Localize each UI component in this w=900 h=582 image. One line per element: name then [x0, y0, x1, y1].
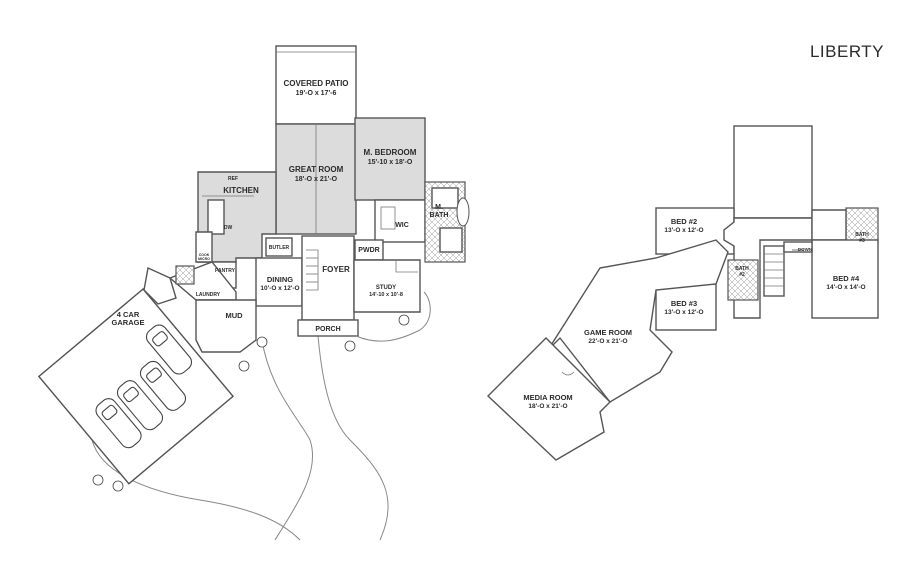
master-bedroom — [354, 117, 426, 201]
dining-label: DINING — [267, 275, 293, 284]
master-bath-label-2: BATH — [430, 212, 449, 219]
study-label: STUDY — [376, 285, 396, 291]
bath-3-label-2: #3 — [859, 238, 865, 244]
garage-storage — [143, 266, 177, 305]
bed-3 — [655, 283, 717, 331]
foyer — [301, 235, 355, 321]
bed-4 — [811, 239, 879, 319]
stairs — [763, 245, 785, 297]
cook-micro-label-1: COOK — [199, 253, 210, 257]
mud-label: MUD — [225, 311, 243, 320]
foyer-label: FOYER — [322, 265, 350, 274]
landscape-shrubs — [92, 314, 410, 492]
walkway — [91, 439, 301, 541]
laundry-label: LAUNDRY — [196, 292, 221, 298]
study-dims: 14'-10 x 10'-8 — [369, 292, 403, 298]
porch-label: PORCH — [315, 326, 340, 333]
bed-3-dims: 13'-O x 12'-O — [664, 309, 703, 316]
cook-micro-label-2: MICRO — [198, 257, 210, 261]
driveway — [317, 335, 389, 541]
laundry — [168, 261, 237, 301]
plan-title: LIBERTY — [810, 42, 884, 61]
study — [353, 259, 421, 313]
game-room-label: GAME ROOM — [584, 328, 632, 337]
walk-in-closet — [374, 199, 426, 243]
great-room-dims: 18'-O x 21'-O — [295, 176, 338, 183]
great-room-label: GREAT ROOM — [289, 165, 344, 174]
dw-label: DW — [224, 225, 233, 231]
covered-patio-dims: 19'-O x 17'-6 — [296, 90, 337, 97]
game-room — [547, 239, 729, 403]
butler-label: BUTLER — [269, 245, 290, 251]
down-label: DOWN — [798, 247, 812, 252]
game-room-dims: 22'-O x 21'-O — [588, 338, 627, 345]
garage-label-2: GARAGE — [112, 318, 145, 327]
media-room-label: MEDIA ROOM — [523, 393, 572, 402]
driveway-edge — [261, 339, 314, 541]
wic-label: WIC — [395, 222, 409, 229]
kitchen-island — [207, 199, 225, 235]
garage-label-1: 4 CAR — [117, 310, 140, 319]
mud-room — [195, 299, 257, 353]
garage — [37, 288, 235, 485]
upper-floor: BED #2 13'-O x 12'-O BED #3 13'-O x 12'-… — [486, 125, 879, 461]
ref-label: REF — [228, 176, 238, 182]
bath-3 — [845, 207, 879, 243]
cook-micro — [195, 231, 213, 263]
bed-4-dims: 14'-O x 14'-O — [826, 284, 865, 291]
master-bedroom-dims: 15'-10 x 18'-O — [368, 159, 413, 166]
bed-2-dims: 13'-O x 12'-O — [664, 227, 703, 234]
bath-2 — [727, 259, 759, 301]
media-room-dims: 18'-O x 21'-O — [528, 403, 567, 410]
bath-3-label-1: BATH — [855, 232, 869, 238]
bath-2-label-2: #2 — [739, 272, 745, 278]
bed-3-label: BED #3 — [671, 299, 697, 308]
porch — [297, 319, 359, 337]
master-bedroom-label: M. BEDROOM — [364, 148, 417, 157]
pantry-label: PANTRY — [215, 268, 236, 274]
media-room — [486, 337, 611, 461]
kitchen-label: KITCHEN — [223, 186, 259, 195]
covered-patio-label: COVERED PATIO — [283, 79, 348, 88]
dining-dims: 10'-O x 12'-O — [260, 285, 299, 292]
open-to-below — [733, 125, 813, 219]
master-bath-label-1: M. — [435, 204, 443, 211]
butler-pantry — [265, 237, 293, 257]
bed-4-label: BED #4 — [833, 274, 860, 283]
bath-2-label-1: BATH — [735, 266, 749, 272]
main-floor: COVERED PATIO 19'-O x 17'-6 GREAT ROOM 1… — [37, 45, 470, 541]
bed-2-label: BED #2 — [671, 217, 697, 226]
pwdr-label: PWDR — [358, 247, 379, 254]
